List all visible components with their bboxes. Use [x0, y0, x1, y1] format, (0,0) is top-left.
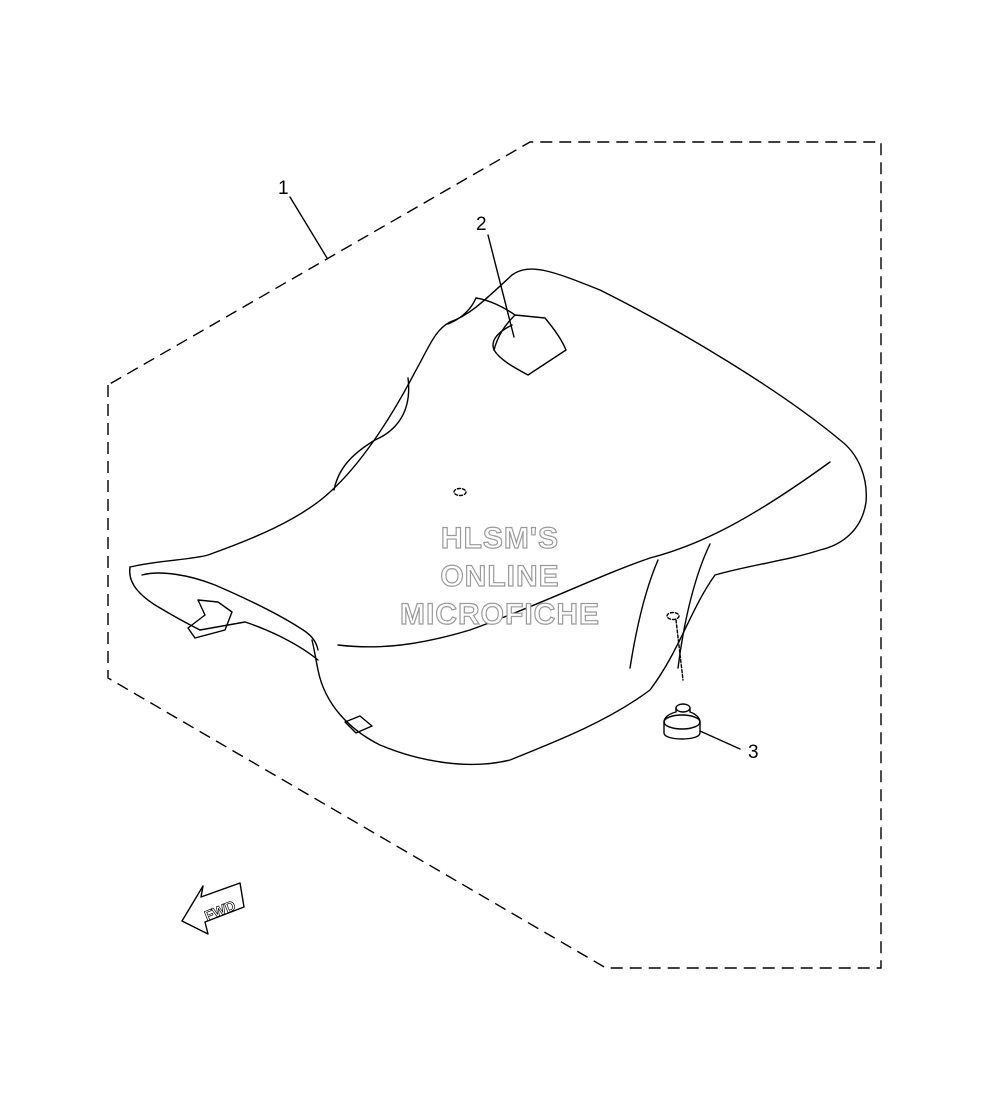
seat-surface-line — [337, 461, 831, 648]
watermark: HLSM'S ONLINE MICROFICHE — [399, 521, 600, 631]
leader-2 — [487, 234, 515, 338]
damper — [663, 703, 701, 740]
callout-2: 2 — [476, 214, 487, 235]
watermark-line-1: HLSM'S — [441, 522, 559, 555]
seat-outline — [129, 268, 867, 766]
leader-1 — [289, 196, 328, 259]
seat-bottom-tab — [344, 715, 373, 734]
seat-hole-front — [453, 487, 467, 497]
callout-1: 1 — [278, 178, 289, 199]
fwd-arrow-icon: FWD — [181, 882, 245, 935]
leader-3 — [699, 730, 741, 750]
seat-front-tab — [187, 599, 233, 639]
watermark-line-2: ONLINE — [440, 560, 559, 593]
watermark-line-3: MICROFICHE — [400, 598, 600, 631]
seat — [128, 268, 867, 766]
callout-3: 3 — [748, 742, 759, 763]
seat-hole-rear — [666, 611, 680, 621]
assembly-boundary — [107, 141, 882, 969]
